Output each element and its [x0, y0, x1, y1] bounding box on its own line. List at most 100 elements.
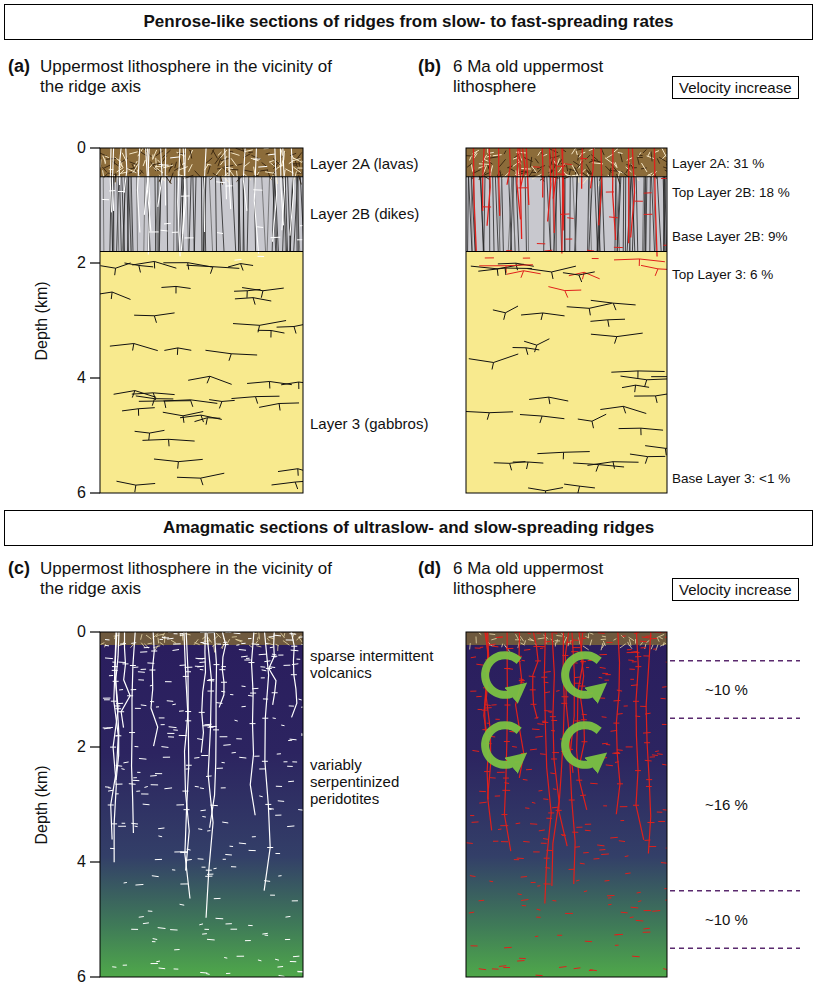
lava-texture [550, 149, 558, 152]
crack [487, 148, 490, 226]
crack [643, 655, 649, 656]
crack [129, 732, 135, 733]
dike-texture [615, 177, 616, 252]
crack [111, 701, 117, 702]
crack [269, 636, 274, 637]
dike-texture [595, 177, 598, 252]
crack [565, 913, 573, 914]
lava-texture [489, 157, 498, 158]
crack [139, 916, 144, 918]
crack [297, 659, 301, 660]
lava-texture [152, 154, 153, 159]
crack [543, 798, 548, 800]
lava-texture [269, 161, 274, 163]
crack [662, 764, 667, 766]
crack [620, 806, 628, 807]
axis-number: 0 [77, 623, 86, 641]
crack [131, 642, 136, 644]
crack [643, 732, 651, 734]
crack [291, 650, 299, 652]
crack [159, 164, 169, 166]
crack [295, 482, 298, 489]
crack [223, 744, 230, 746]
lava-texture [655, 151, 659, 153]
crack [159, 967, 166, 969]
volcanic-texture [257, 637, 258, 640]
crack [115, 708, 121, 709]
sparse-volcanics [100, 632, 303, 645]
crack [610, 730, 617, 732]
volcanic-texture [479, 633, 481, 635]
crack [161, 230, 168, 232]
crack [476, 664, 483, 666]
crack [188, 263, 189, 270]
crack [476, 696, 481, 697]
volcanic-texture [489, 633, 495, 635]
crack [538, 790, 542, 792]
crack [508, 668, 513, 670]
crack [529, 676, 536, 678]
crack [139, 265, 141, 272]
crack [237, 956, 244, 957]
layer-2a-lavas [100, 148, 303, 177]
crack [641, 265, 667, 269]
lava-texture [190, 150, 192, 159]
volcanic-texture [663, 642, 665, 646]
crack [635, 666, 641, 667]
lava-texture [231, 153, 240, 156]
crack [234, 259, 241, 261]
lava-texture [216, 168, 221, 175]
volcanic-texture [555, 643, 556, 647]
velocity-value: Base Layer 3: <1 % [672, 471, 790, 487]
crack [479, 802, 486, 804]
crack [504, 705, 510, 706]
crack [608, 320, 609, 327]
crack [632, 661, 637, 662]
crack [562, 655, 568, 656]
crack [580, 863, 585, 865]
crack [492, 362, 494, 369]
lava-texture [618, 152, 623, 154]
crack [202, 867, 206, 868]
crack [269, 808, 274, 810]
crack [615, 761, 619, 763]
legend-text: Velocity increase [679, 581, 792, 598]
crack [226, 185, 233, 186]
crack [597, 844, 604, 846]
lava-texture [557, 158, 562, 165]
crack [609, 216, 618, 218]
lava-texture [237, 164, 242, 165]
crack [504, 313, 506, 320]
crack [546, 850, 552, 851]
crack [592, 258, 599, 259]
crack [153, 938, 158, 940]
velocity-value: Top Layer 3: 6 % [672, 267, 773, 283]
crack [221, 787, 226, 788]
volcanic-texture [613, 639, 616, 641]
crack [289, 705, 294, 706]
lava-texture [538, 151, 541, 156]
lava-texture [620, 153, 622, 162]
crack [578, 414, 606, 421]
volcanic-texture [276, 644, 279, 646]
crack [280, 148, 283, 225]
crack [108, 804, 114, 805]
crack [201, 415, 204, 422]
crack [634, 652, 640, 654]
volcanic-texture [283, 633, 285, 637]
crack [641, 647, 647, 648]
crack [116, 793, 119, 794]
crack [292, 663, 299, 665]
lava-texture [504, 151, 506, 155]
crack [273, 635, 281, 637]
crack [260, 666, 265, 667]
crack [155, 773, 162, 774]
volcanic-texture [502, 644, 503, 648]
crack [253, 298, 255, 305]
crack [195, 666, 202, 667]
dike-texture [201, 177, 202, 252]
column-outline [466, 632, 667, 977]
crack [298, 382, 299, 389]
crack [118, 711, 124, 712]
volcanic-texture [216, 632, 221, 637]
